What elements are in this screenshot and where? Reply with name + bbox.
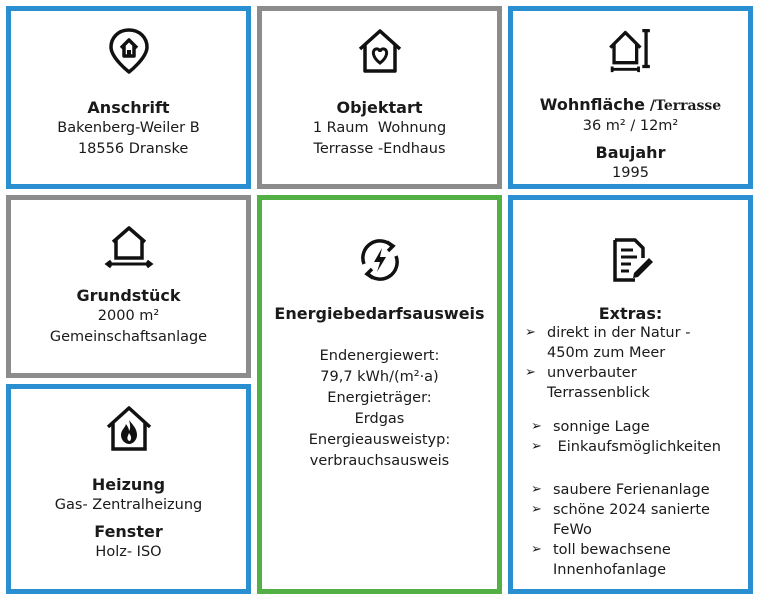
house-heart-icon — [358, 29, 401, 73]
energie-line-2: 79,7 kWh/(m²·a) — [320, 369, 439, 385]
extras-item-text: sonnige Lage — [553, 419, 650, 435]
energie-line-1: Endenergiewert: — [319, 348, 440, 364]
wohnflaeche-title: Wohnfläche /Terrasse — [540, 95, 721, 116]
anschrift-title: Anschrift — [87, 98, 170, 117]
energie-line-6: verbrauchsausweis — [309, 453, 450, 469]
card-anschrift: Anschrift Bakenberg-Weiler B 18556 Drans… — [6, 6, 251, 189]
location-home-icon — [108, 28, 149, 74]
land-plot-icon — [104, 226, 153, 269]
wohnflaeche-title-suffix: /Terrasse — [645, 98, 722, 114]
house-measure-icon — [608, 29, 650, 73]
extras-item-text: toll bewachsene Innenhofanlage — [553, 542, 671, 578]
list-item: ➢ schöne 2024 sanierte FeWo — [531, 500, 742, 540]
arrow-icon: ➢ — [525, 325, 536, 340]
baujahr-value: 1995 — [612, 165, 649, 181]
energie-line-4: Erdgas — [354, 411, 405, 427]
baujahr-title: Baujahr — [595, 143, 666, 162]
extras-list-3: ➢ saubere Ferienanlage ➢ schöne 2024 sanie… — [531, 480, 742, 580]
heizung-value: Gas- Zentralheizung — [54, 497, 203, 513]
arrow-icon: ➢ — [525, 365, 536, 380]
anschrift-line-1: Bakenberg-Weiler B — [57, 120, 200, 136]
document-pen-icon — [612, 238, 653, 282]
objektart-line-1: 1 Raum Wohnung — [312, 120, 447, 136]
list-item: ➢ toll bewachsene Innenhofanlage — [531, 540, 742, 580]
extras-list: ➢ direkt in der Natur - 450m zum Meer ➢ un… — [525, 323, 742, 403]
list-item: ➢ sonnige Lage — [531, 417, 742, 437]
anschrift-line-2: 18556 Dranske — [68, 141, 189, 157]
objektart-title: Objektart — [336, 98, 423, 117]
grundstueck-line-1: 2000 m² — [97, 308, 160, 324]
extras-title: Extras: — [598, 304, 663, 323]
extras-item-text: saubere Ferienanlage — [553, 482, 710, 498]
card-grundstueck: Grundstück 2000 m² Gemeinschaftsanlage — [6, 195, 251, 378]
extras-item-text: schöne 2024 sanierte FeWo — [553, 502, 710, 538]
arrow-icon: ➢ — [531, 482, 542, 497]
grundstueck-line-2: Gemeinschaftsanlage — [49, 329, 208, 345]
list-item: ➢ saubere Ferienanlage — [531, 480, 742, 500]
arrow-icon: ➢ — [531, 502, 542, 517]
objektart-line-2: Terrasse -Endhaus — [313, 141, 446, 157]
card-objektart: Objektart 1 Raum Wohnung Terrasse -Endha… — [257, 6, 502, 189]
list-item: ➢ direkt in der Natur - 450m zum Meer — [525, 323, 742, 363]
card-heizung: Heizung Gas- Zentralheizung Fenster Holz… — [6, 384, 251, 594]
arrow-icon: ➢ — [531, 439, 542, 454]
energie-line-5: Energieausweistyp: — [308, 432, 451, 448]
card-wohnflaeche: Wohnfläche /Terrasse 36 m² / 12m² Baujah… — [508, 6, 753, 189]
energy-cycle-icon — [360, 239, 399, 281]
energie-line-3: Energieträger: — [327, 390, 432, 406]
card-extras: Extras: ➢ direkt in der Natur - 450m zum … — [508, 195, 753, 594]
fenster-value: Holz- ISO — [95, 544, 162, 560]
arrow-icon: ➢ — [531, 542, 542, 557]
card-energie: Energiebedarfsausweis Endenergiewert: 79… — [257, 195, 502, 594]
wohnflaeche-value: 36 m² / 12m² — [582, 118, 679, 134]
list-item: ➢ unverbauter Terrassenblick — [525, 363, 742, 403]
extras-item-text: unverbauter Terrassenblick — [547, 365, 650, 401]
fenster-title: Fenster — [94, 522, 163, 541]
wohnflaeche-title-text: Wohnfläche — [539, 95, 646, 114]
list-item: ➢ Einkaufsmöglichkeiten — [531, 437, 742, 457]
grundstueck-title: Grundstück — [76, 286, 181, 305]
energie-title: Energiebedarfsausweis — [274, 304, 485, 323]
arrow-icon: ➢ — [531, 419, 542, 434]
house-flame-icon — [106, 406, 151, 451]
heizung-title: Heizung — [91, 475, 166, 494]
extras-item-text: Einkaufsmöglichkeiten — [553, 439, 721, 455]
extras-item-text: direkt in der Natur - 450m zum Meer — [547, 325, 691, 361]
extras-list-2: ➢ sonnige Lage ➢ Einkaufsmöglichkeiten — [531, 417, 742, 457]
